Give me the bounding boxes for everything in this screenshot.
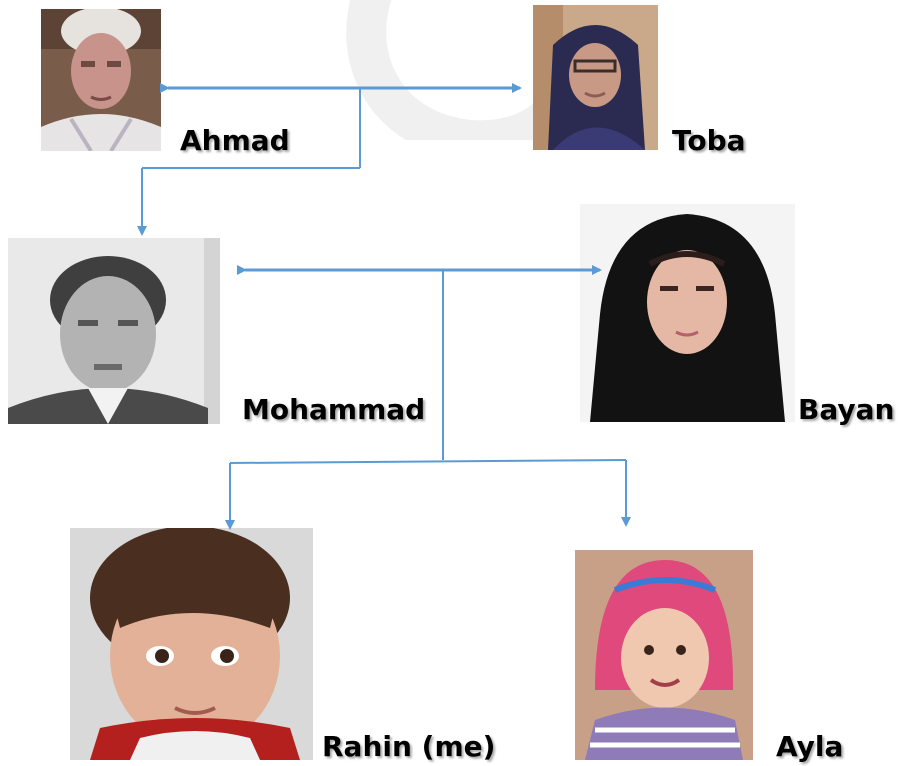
rahin-name-label: Rahin (me) <box>322 730 496 763</box>
ahmad-photo <box>41 9 161 151</box>
mohammad-name-label: Mohammad <box>242 393 426 426</box>
ayla-photo <box>575 550 753 760</box>
grandparents-descent-link <box>137 88 361 236</box>
bayan-name-label: Bayan <box>798 393 895 426</box>
mohammad-photo <box>8 238 220 424</box>
ayla-name-label: Ayla <box>776 730 844 763</box>
bayan-photo <box>580 204 795 422</box>
ahmad-name-label: Ahmad <box>180 124 290 157</box>
toba-name-label: Toba <box>672 124 746 157</box>
rahin-photo <box>70 528 313 760</box>
toba-photo <box>533 5 658 150</box>
